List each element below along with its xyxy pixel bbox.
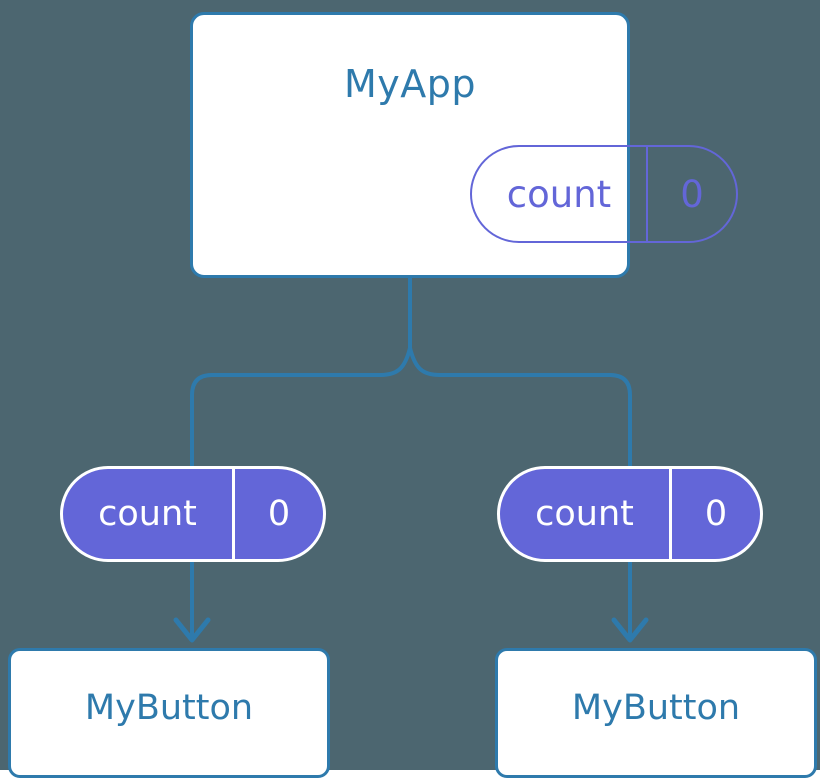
state-pill-child-1[interactable]: count 0	[497, 466, 763, 562]
state-pill-root[interactable]: count 0	[470, 145, 738, 243]
state-value-child-0: 0	[267, 494, 291, 534]
component-node-mybutton-1[interactable]: MyButton	[495, 648, 817, 778]
right-arrow-head-icon	[611, 617, 649, 643]
state-pill-child-0[interactable]: count 0	[60, 466, 326, 562]
component-label-myapp: MyApp	[343, 62, 476, 106]
component-node-mybutton-0[interactable]: MyButton	[8, 648, 330, 778]
left-branch-edge	[190, 347, 412, 468]
left-arrow-head-icon	[173, 617, 211, 643]
state-key-child-0: count	[63, 469, 235, 559]
right-branch-edge	[408, 347, 632, 468]
component-label-mybutton-0: MyButton	[84, 688, 254, 728]
state-key-child-1: count	[500, 469, 672, 559]
state-value-root: 0	[680, 172, 704, 216]
component-label-mybutton-1: MyButton	[571, 688, 741, 728]
state-value-child-1: 0	[704, 494, 728, 534]
component-node-myapp[interactable]: MyApp count 0	[190, 12, 738, 278]
state-key-root: count	[472, 147, 648, 241]
